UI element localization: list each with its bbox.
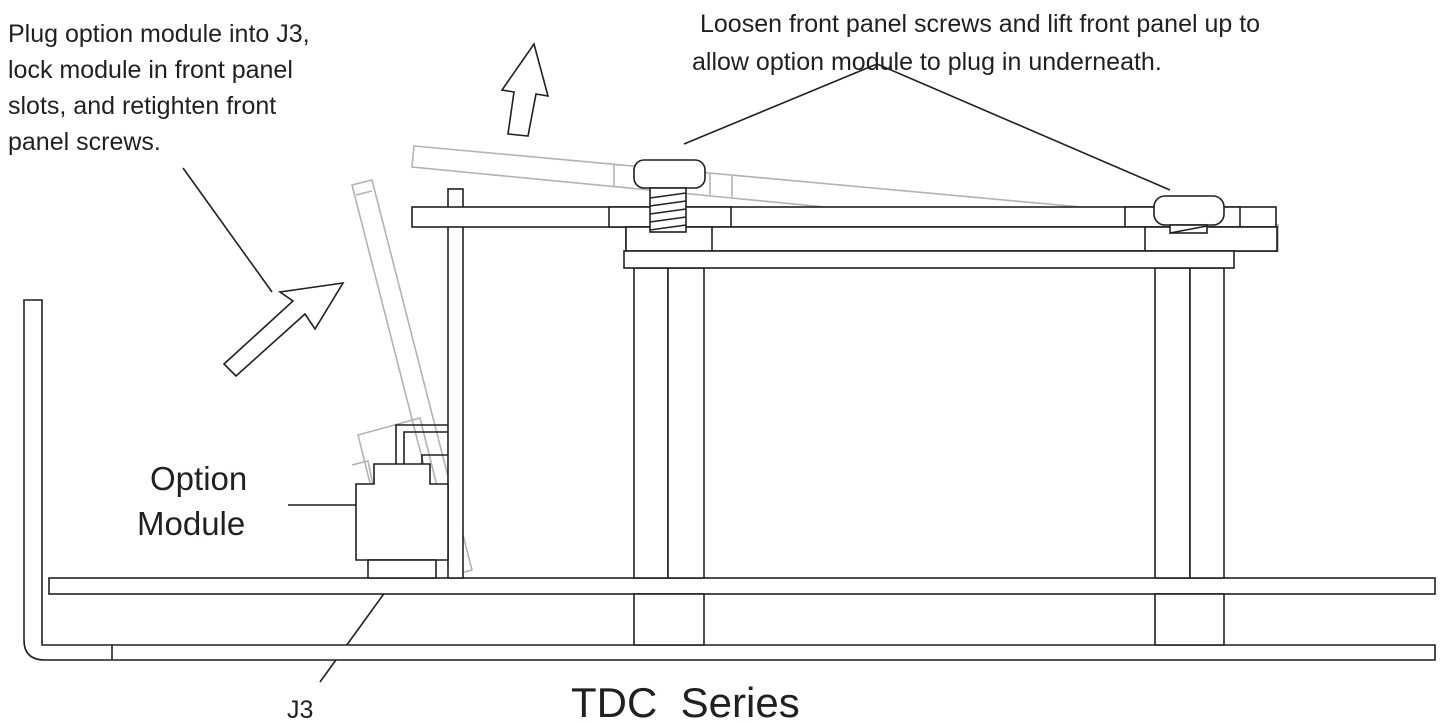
standoff-left-outer	[633, 267, 669, 579]
plug-instruction-line-3: slots, and retighten front	[8, 92, 276, 120]
standoff-left-inner	[667, 267, 705, 579]
plug-module-instruction: Plug option module into J3, lock module …	[8, 20, 310, 156]
standoff-right-lower	[1154, 593, 1225, 646]
plug-instruction-line-4: panel screws.	[8, 128, 161, 156]
option-module	[355, 424, 449, 561]
plug-instruction-line-2: lock module in front panel	[8, 56, 293, 84]
front-panel-screw-left	[633, 159, 706, 233]
front-panel-screw-right	[1153, 195, 1225, 234]
loosen-panel-instruction: Loosen front panel screws and lift front…	[692, 10, 1260, 76]
main-board	[48, 577, 1436, 595]
standoff-right-inner	[1189, 267, 1225, 579]
plug-instruction-line-1: Plug option module into J3,	[8, 20, 310, 48]
screw-leader-lines	[683, 63, 1171, 191]
option-module-label-line-2: Module	[137, 505, 245, 542]
option-module-label-line-1: Option	[150, 460, 247, 497]
standoff-left-lower	[633, 593, 705, 646]
lift-up-arrow	[500, 42, 550, 137]
loosen-instruction-line-1: Loosen front panel screws and lift front…	[700, 10, 1260, 38]
support-plate	[623, 250, 1235, 269]
j3-label: J3	[287, 696, 313, 723]
display-board-segment-right	[1144, 226, 1278, 252]
front-panel-post	[447, 188, 464, 579]
loosen-instruction-line-2: allow option module to plug in underneat…	[692, 48, 1162, 76]
standoff-right-outer	[1154, 267, 1191, 579]
diagram-title: TDC Series	[571, 679, 800, 723]
j3-connector	[367, 559, 437, 579]
plug-leader-line	[182, 167, 273, 293]
chassis-base	[23, 299, 1436, 661]
rotate-in-arrow	[222, 281, 345, 378]
